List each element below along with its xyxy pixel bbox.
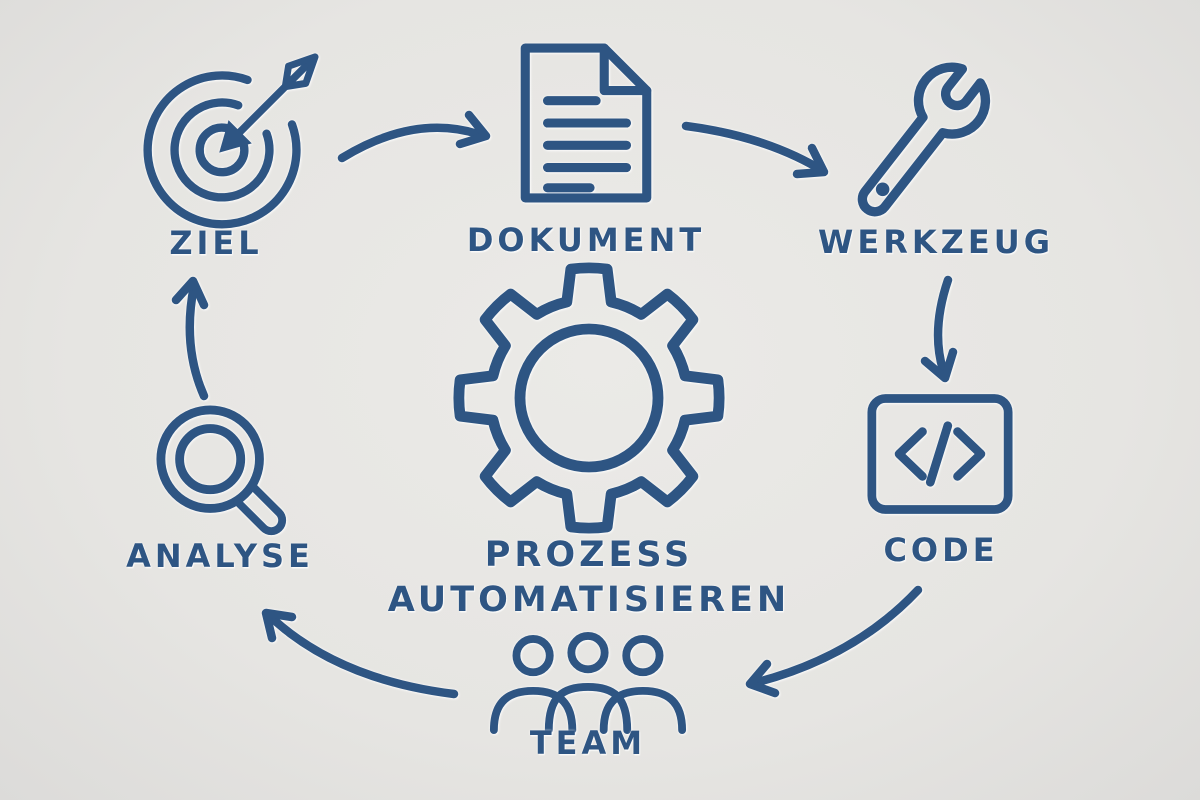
- people-icon: [489, 632, 687, 734]
- code-brackets-icon: [867, 394, 1013, 514]
- node-label-team: TEAM: [529, 724, 647, 762]
- diagram-title: PROZESS AUTOMATISIEREN: [388, 533, 790, 623]
- diagram-title-line1: PROZESS: [484, 535, 694, 575]
- diagram-title-line2: AUTOMATISIEREN: [387, 580, 791, 620]
- magnifier-icon: [156, 405, 287, 536]
- node-label-code: CODE: [883, 531, 999, 569]
- arrow-ziel-to-dokument: [337, 110, 491, 163]
- arrow-dokument-to-werkzeug: [681, 121, 829, 179]
- target-icon: [143, 53, 319, 229]
- arrow-werkzeug-to-code: [920, 275, 958, 383]
- gear-icon: [453, 262, 725, 534]
- document-icon: [520, 43, 652, 203]
- arrow-code-to-team: [745, 585, 923, 698]
- node-label-dokument: DOKUMENT: [466, 221, 706, 259]
- node-label-analyse: ANALYSE: [126, 537, 314, 575]
- node-label-werkzeug: WERKZEUG: [818, 223, 1054, 261]
- node-label-ziel: ZIEL: [169, 224, 263, 262]
- arrow-analyse-to-ziel: [171, 276, 209, 401]
- wrench-icon: [857, 62, 991, 217]
- arrow-team-to-analyse: [261, 608, 459, 699]
